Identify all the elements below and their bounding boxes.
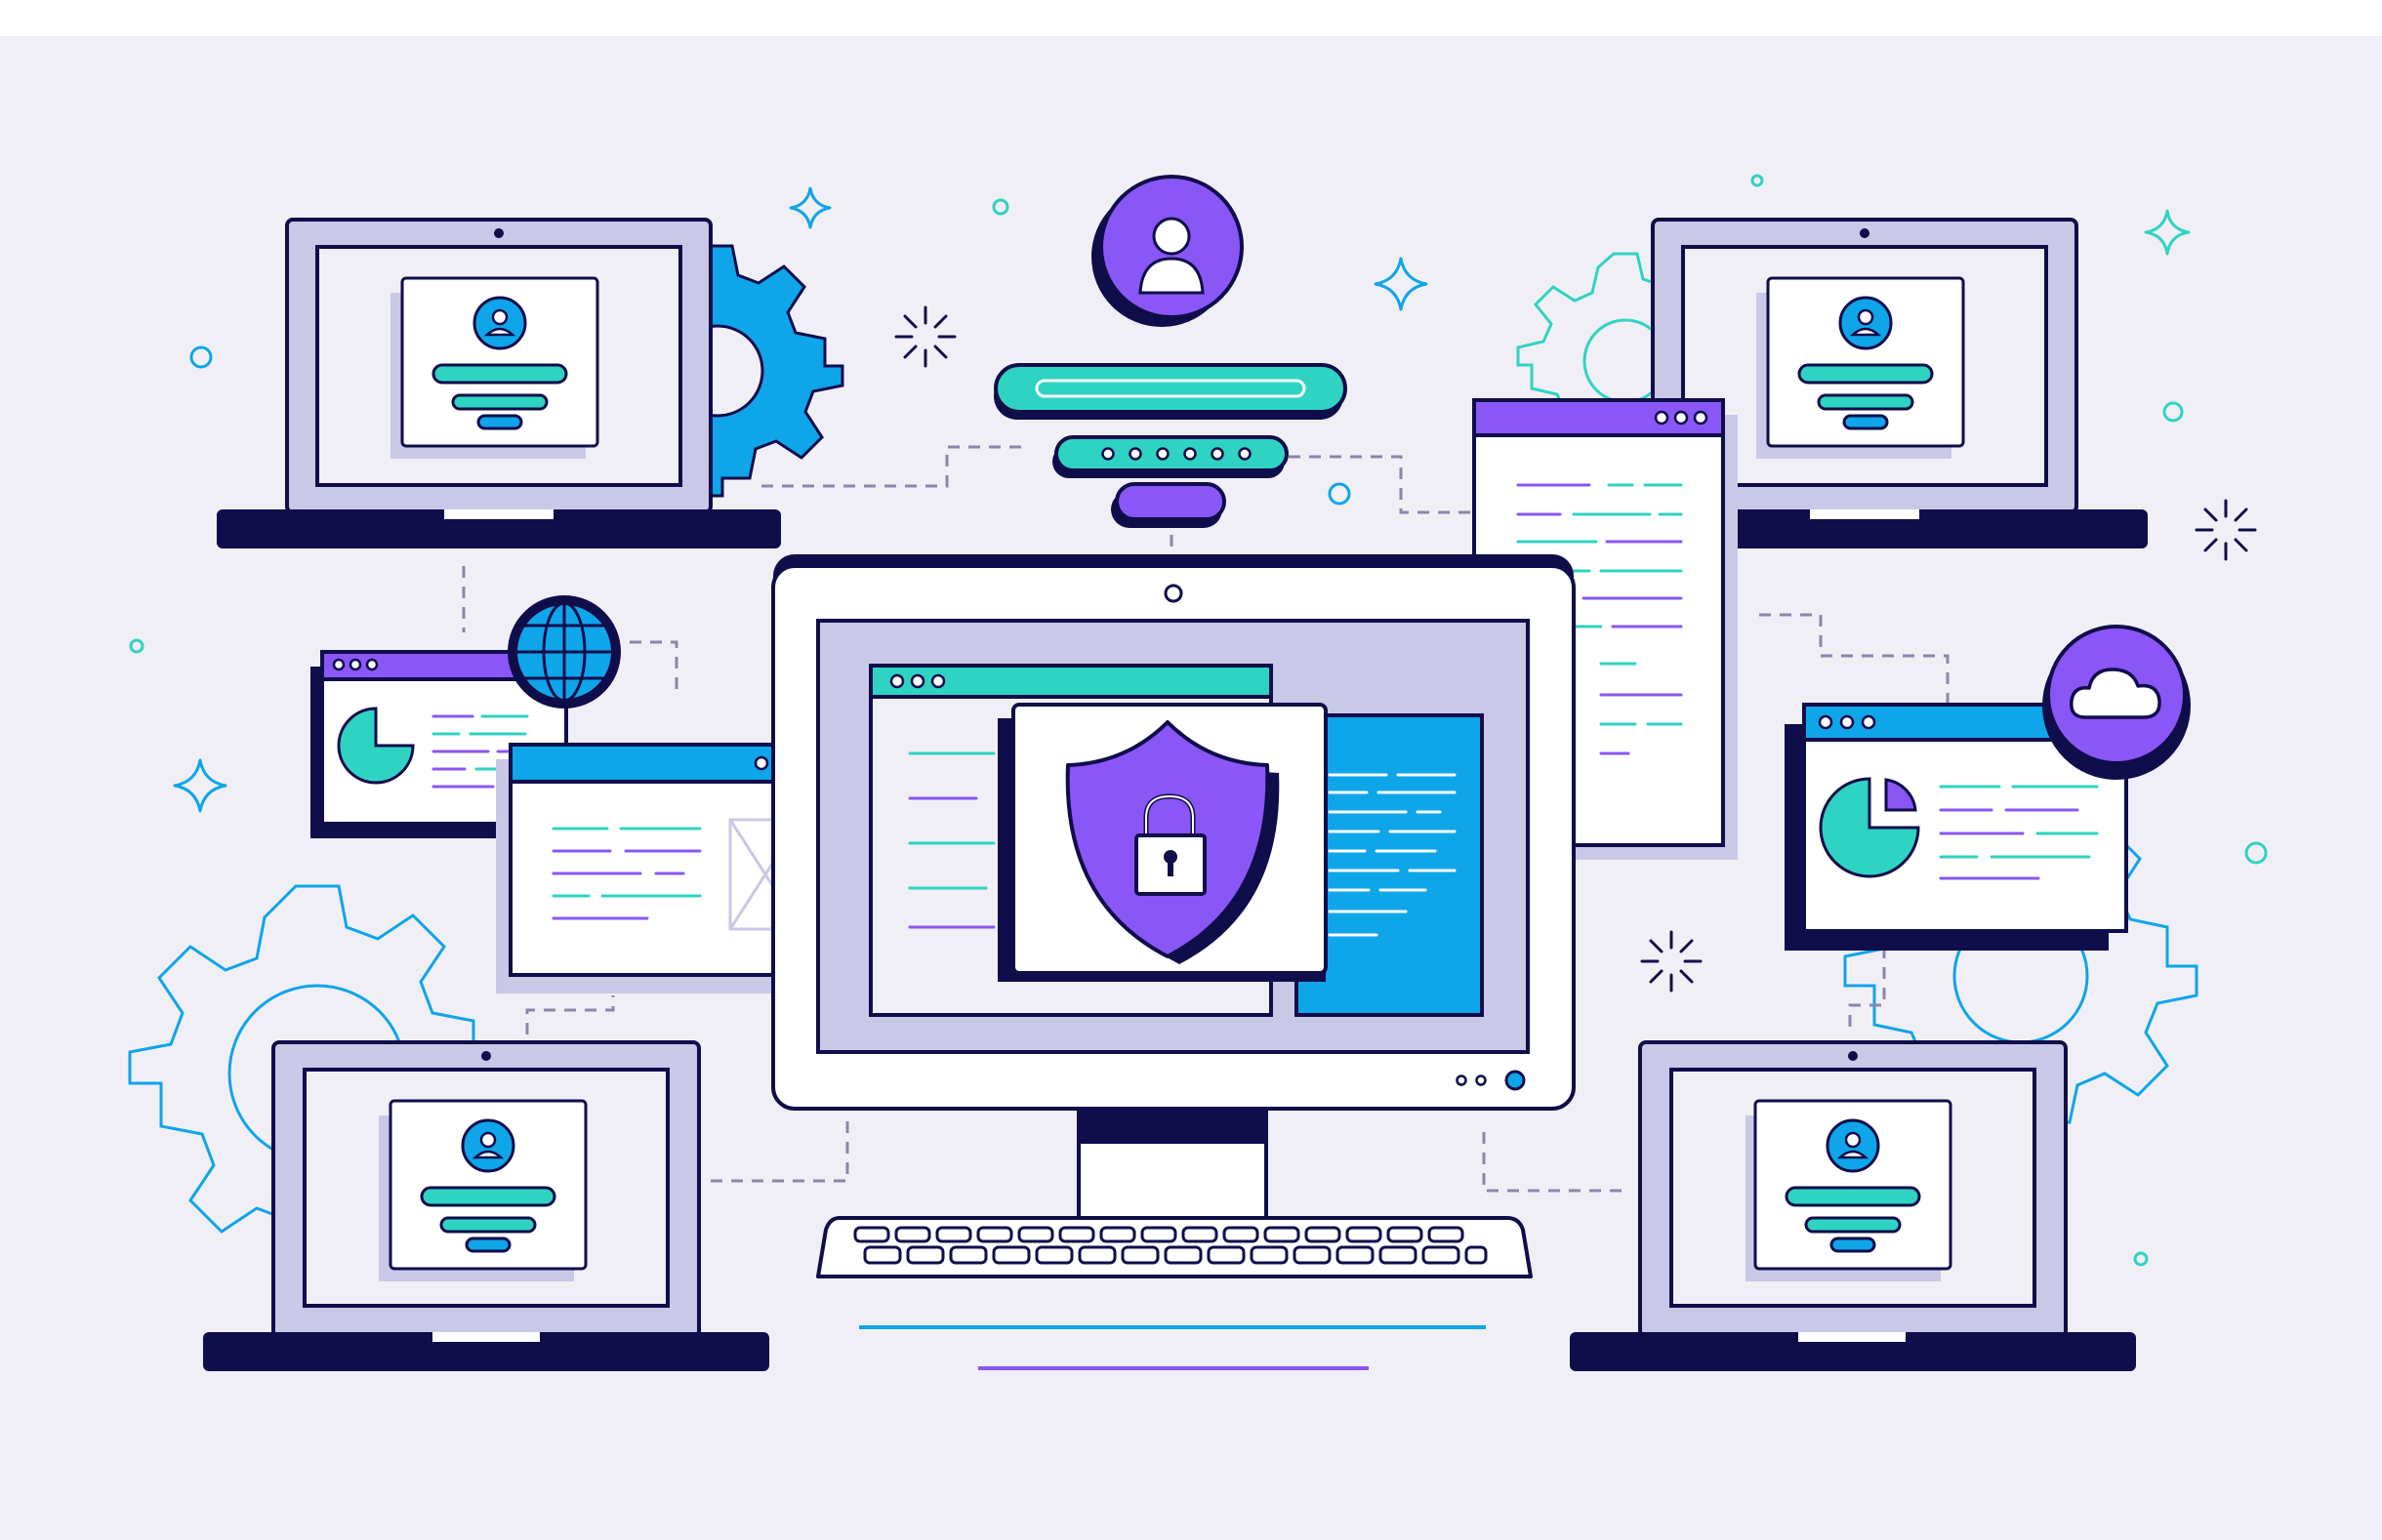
user-avatar-icon	[1838, 296, 1893, 350]
user-avatar-icon	[472, 296, 527, 350]
monitor-controls	[1456, 1070, 1526, 1091]
burst-icon	[894, 305, 2257, 993]
laptop-top-left	[217, 218, 781, 548]
login-card	[1753, 1099, 1952, 1271]
shield-window	[998, 703, 1328, 982]
top-white-band	[0, 0, 2382, 36]
globe-icon	[508, 595, 621, 709]
decor-dots	[129, 174, 2268, 1267]
login-form-top	[994, 175, 1347, 528]
login-card	[400, 276, 599, 448]
user-avatar-icon	[1826, 1118, 1880, 1173]
password-field	[1054, 435, 1289, 472]
cloud-icon	[2042, 625, 2191, 780]
login-button-shape	[1115, 482, 1226, 521]
chart-window-right	[1785, 625, 2191, 951]
username-field	[994, 363, 1347, 414]
laptop-top-right	[1581, 218, 2148, 548]
laptop-bottom-left	[203, 1040, 769, 1371]
sparkle-icon	[173, 186, 1428, 813]
dashed-connectors	[462, 445, 1950, 1193]
keyboard	[816, 1216, 1533, 1278]
pie-chart-icon	[337, 707, 415, 785]
laptop-bottom-right	[1570, 1040, 2136, 1371]
sparkle-icon	[2144, 209, 2191, 256]
shield-lock-icon	[1065, 720, 1280, 964]
center-monitor	[771, 554, 1576, 1226]
user-avatar-icon	[461, 1118, 515, 1173]
power-button-icon	[1504, 1070, 1526, 1091]
chart-window-left	[310, 595, 621, 838]
login-card	[1766, 276, 1965, 448]
user-avatar-icon	[1091, 175, 1244, 327]
login-card	[389, 1099, 588, 1271]
webcam-icon	[1164, 584, 1183, 603]
pie-chart-icon	[1819, 777, 1920, 878]
